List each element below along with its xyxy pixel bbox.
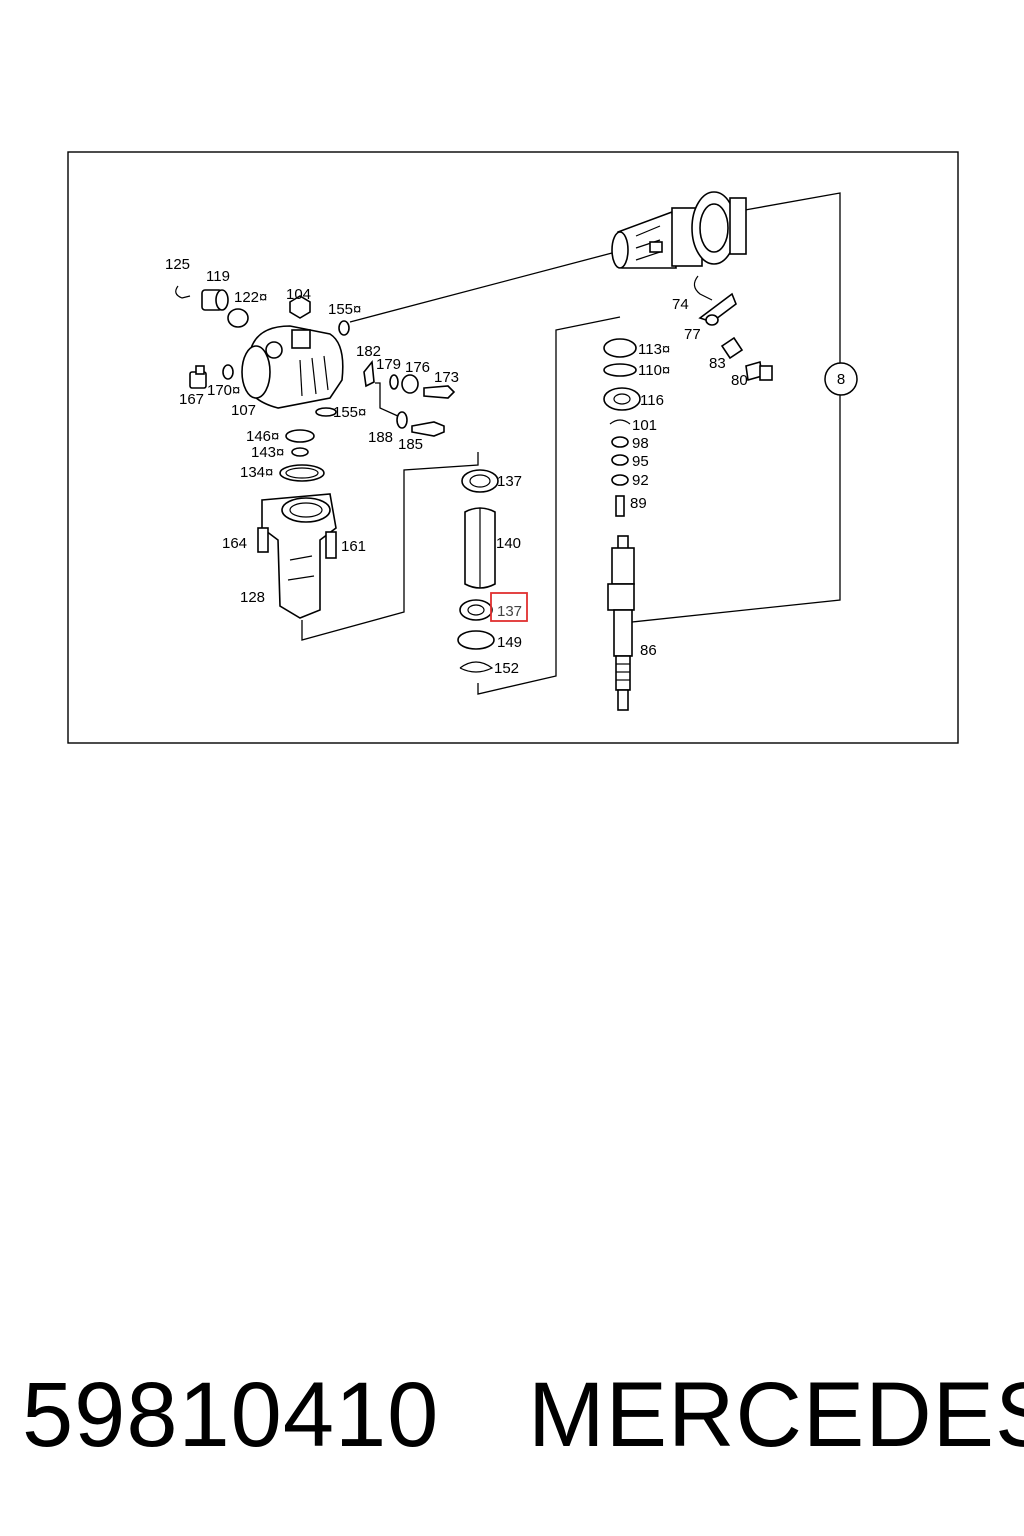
callout-176: 176	[405, 359, 430, 376]
callout-125: 125	[165, 256, 190, 273]
reference-circle: 8	[824, 362, 858, 396]
callout-185: 185	[398, 436, 423, 453]
callout-140: 140	[496, 535, 521, 552]
callout-95: 95	[632, 453, 649, 470]
callout-152: 152	[494, 660, 519, 677]
callout-113: 113¤	[638, 341, 670, 358]
small-parts-middle	[363, 359, 456, 437]
small-parts-left	[175, 285, 350, 417]
callout-161: 161	[341, 538, 366, 555]
diagram-frame	[67, 151, 959, 744]
parts-diagram: 8	[67, 151, 959, 744]
callout-89: 89	[630, 495, 647, 512]
callout-164: 164	[222, 535, 247, 552]
group-lines	[301, 192, 841, 695]
seal-rings	[279, 429, 325, 482]
callout-155-top: 155¤	[328, 301, 361, 318]
callout-80: 80	[731, 372, 748, 389]
callout-173: 173	[434, 369, 459, 386]
callout-74: 74	[672, 296, 689, 313]
callout-98: 98	[632, 435, 649, 452]
callout-110: 110¤	[638, 362, 670, 379]
callout-107: 107	[231, 402, 256, 419]
brand-name: MERCEDES	[528, 1364, 1024, 1466]
callout-86: 86	[640, 642, 657, 659]
pump-housing	[241, 325, 344, 409]
callout-170: 170¤	[207, 382, 240, 399]
callout-labels: 125 119 122¤ 104 155¤ 182 179 176 173 16…	[165, 256, 748, 677]
callout-155-bottom: 155¤	[333, 404, 366, 421]
bearing-stack	[457, 469, 499, 673]
footer: 59810410 MERCEDES	[0, 1360, 1024, 1470]
callout-122: 122¤	[234, 289, 267, 306]
callout-182: 182	[356, 343, 381, 360]
callout-134: 134¤	[240, 464, 273, 481]
callout-83: 83	[709, 355, 726, 372]
callout-128: 128	[240, 589, 265, 606]
bracket-parts	[693, 275, 773, 382]
callout-188: 188	[368, 429, 393, 446]
callout-137-highlighted: 137	[497, 603, 522, 620]
callout-119: 119	[206, 268, 230, 285]
callout-92: 92	[632, 472, 649, 489]
cylinder-housing	[257, 493, 337, 619]
callout-116: 116	[640, 392, 664, 409]
part-number: 59810410	[22, 1364, 440, 1466]
callout-101: 101	[632, 417, 657, 434]
callout-77: 77	[684, 326, 701, 343]
valve-assembly	[611, 191, 747, 269]
seal-stack-right	[603, 338, 641, 517]
callout-149: 149	[497, 634, 522, 651]
callout-146: 146¤	[246, 428, 279, 445]
highlight-box	[490, 592, 528, 622]
callout-104: 104	[286, 286, 311, 303]
callout-137-top: 137	[497, 473, 522, 490]
steering-shaft	[607, 535, 635, 711]
callout-179: 179	[376, 356, 401, 373]
reference-circle-label: 8	[837, 371, 845, 388]
callout-167: 167	[179, 391, 204, 408]
callout-143: 143¤	[251, 444, 284, 461]
